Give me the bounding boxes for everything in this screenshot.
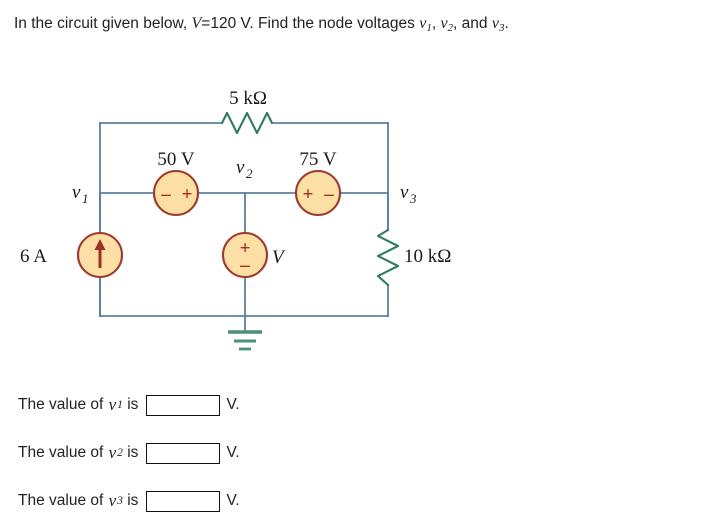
current-source-6a-arrowhead [94, 239, 106, 250]
answer-v2-variable: v [108, 443, 117, 462]
voltage-source-v-minus-sign: – [239, 255, 250, 276]
node-label-v3-text: v [400, 182, 409, 203]
voltage-source-v-plus-sign: + [240, 238, 251, 259]
answer-v1-lead: The value of [18, 396, 104, 413]
ground-symbol [228, 330, 262, 351]
voltage-source-50v-label: 50 V [157, 149, 194, 170]
source-voltage-value: 120 V. [210, 15, 254, 32]
voltage-source-75v-body [294, 169, 342, 217]
prompt-period: . [504, 15, 509, 32]
voltage-source-75v-label: 75 V [299, 149, 336, 170]
node-label-v3-subscript: 3 [409, 191, 417, 206]
prompt-node2-subscript: 2 [447, 21, 454, 34]
source-voltage-symbol: V [191, 15, 202, 32]
node-label-v2-text: v [236, 157, 245, 178]
voltage-source-v-label: V [272, 247, 286, 268]
voltage-source-v-body [221, 231, 269, 279]
problem-statement: In the circuit given below, V=120 V. Fin… [14, 14, 699, 38]
voltage-source-75v: + – [294, 169, 342, 217]
answer-v3-subscript: 3 [117, 495, 123, 507]
answer-v3-lead: The value of [18, 492, 104, 509]
answer-v2-subscript: 2 [117, 447, 123, 459]
answer-input-v1[interactable] [146, 394, 221, 416]
node-label-v1: v 1 [72, 182, 89, 206]
resistor-5k [220, 111, 274, 135]
answer-v1-variable: v [108, 395, 117, 414]
node-label-v2-subscript: 2 [246, 166, 253, 181]
current-source-6a [76, 231, 124, 279]
resistor-10k [376, 228, 400, 287]
voltage-source-50v-minus-sign: – [160, 184, 171, 205]
voltage-source-v: + – [221, 231, 269, 279]
voltage-source-50v-body [152, 169, 200, 217]
answer-v3-is: is [127, 492, 139, 509]
circuit-wires [99, 122, 389, 333]
node-label-v3: v 3 [400, 182, 417, 206]
prompt-node1-subscript: 1 [426, 21, 432, 34]
prompt-node2: v [440, 15, 448, 32]
voltage-source-50v: – + [152, 169, 200, 217]
answer-v2-lead: The value of [18, 444, 104, 461]
prompt-node3-subscript: 3 [498, 21, 505, 34]
node-label-v2: v 2 [236, 157, 253, 181]
answer-v1-is: is [127, 396, 139, 413]
node-label-v1-text: v [72, 182, 81, 203]
prompt-comma1: , [431, 15, 437, 32]
answer-v2-is: is [127, 444, 139, 461]
prompt-equals: = [201, 15, 211, 32]
prompt-node1: v [419, 15, 427, 32]
prompt-node3: v [491, 15, 499, 32]
answer-input-v2[interactable] [146, 442, 221, 464]
prompt-text-part2: Find the node voltages [258, 15, 415, 32]
voltage-source-50v-plus-sign: + [182, 184, 193, 205]
prompt-text-part1: In the circuit given below, [14, 15, 188, 32]
answer-v1-unit: V. [226, 396, 240, 413]
answer-v2-unit: V. [226, 444, 240, 461]
circuit-diagram: 5 kΩ 10 kΩ 6 A – + 50 V + – 75 V + – V v [0, 60, 707, 370]
resistor-10k-label: 10 kΩ [404, 246, 451, 267]
current-source-6a-label: 6 A [20, 246, 47, 267]
prompt-comma2: , and [453, 15, 488, 32]
resistor-5k-zigzag [220, 111, 274, 135]
answer-v3-unit: V. [226, 492, 240, 509]
answer-v3-variable: v [108, 491, 117, 510]
resistor-10k-zigzag [376, 228, 400, 287]
node-label-v1-subscript: 1 [82, 191, 89, 206]
answer-v1-subscript: 1 [117, 399, 123, 411]
resistor-5k-label: 5 kΩ [229, 88, 267, 109]
voltage-source-75v-plus-sign: + [303, 184, 314, 205]
voltage-source-75v-minus-sign: – [323, 184, 334, 205]
answer-input-v3[interactable] [146, 490, 221, 512]
